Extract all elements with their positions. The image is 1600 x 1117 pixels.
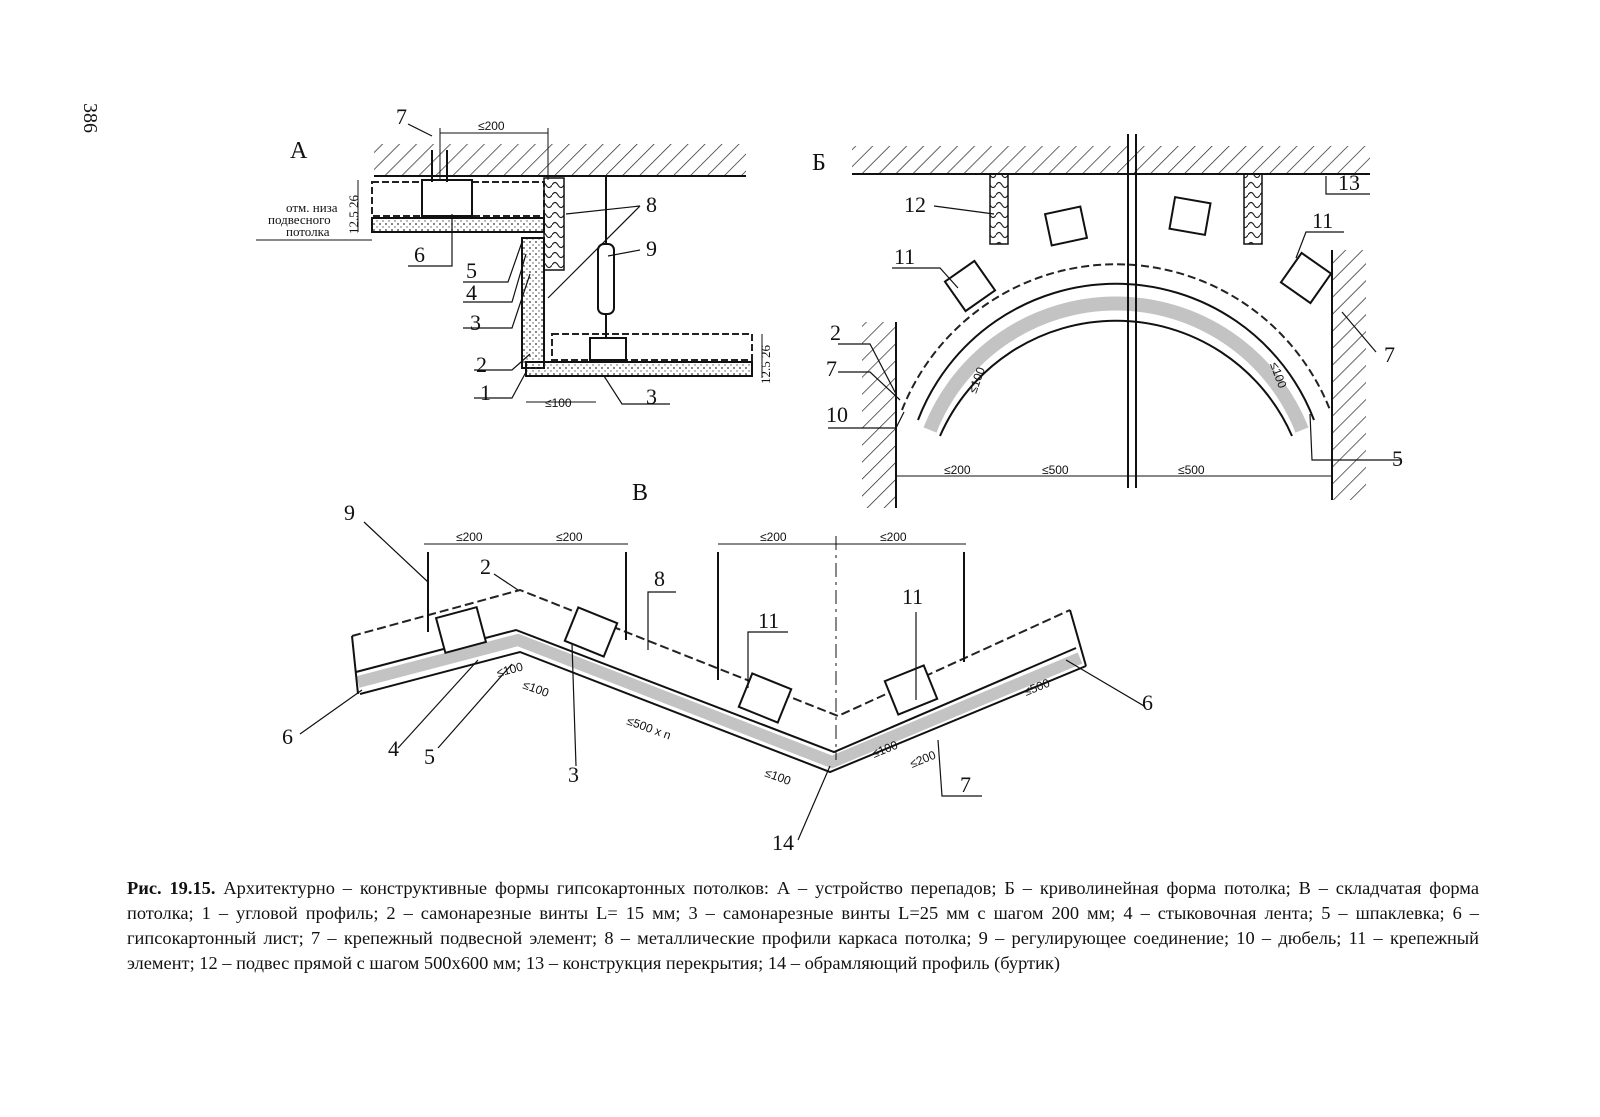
dim-b-500a: ≤500 — [1042, 463, 1069, 477]
callout-a-6: 6 — [414, 242, 425, 267]
dim-a-125: 12.5 — [346, 211, 361, 234]
callout-a-8: 8 — [646, 192, 657, 217]
dim-a-top: ≤200 — [478, 119, 505, 133]
section-a-drawing: А ≤200 ≤100 26 12.5 26 12.5 — [256, 104, 773, 410]
callout-v-14: 14 — [772, 830, 794, 855]
wall-b-left — [862, 322, 896, 508]
elevation-note-1: отм. низа — [286, 200, 338, 215]
caption-text: Архитектурно – конструктивные формы гипс… — [127, 878, 1479, 973]
callout-v-5: 5 — [424, 744, 435, 769]
callout-b-12: 12 — [904, 192, 926, 217]
elevation-note-2: подвесного — [268, 212, 331, 227]
fold-board — [356, 633, 1083, 769]
callout-a-4: 4 — [466, 280, 477, 305]
callout-a-3b: 3 — [646, 384, 657, 409]
callout-b-11a: 11 — [894, 244, 915, 269]
dim-v-100b: ≤100 — [521, 678, 551, 700]
slab-a — [374, 144, 746, 176]
callout-v-9: 9 — [344, 500, 355, 525]
dim-b-200: ≤200 — [944, 463, 971, 477]
dim-a-bottom: ≤100 — [545, 396, 572, 410]
callout-b-11b: 11 — [1312, 208, 1333, 233]
dim-b-500b: ≤500 — [1178, 463, 1205, 477]
callout-a-9: 9 — [646, 236, 657, 261]
callout-v-11a: 11 — [758, 608, 779, 633]
figure-label: Рис. 19.15. — [127, 878, 216, 898]
section-b-label: Б — [812, 150, 826, 176]
dim-v-200c: ≤200 — [760, 530, 787, 544]
dim-v-500n: ≤500 x n — [625, 714, 673, 743]
gypsum-board-a-lower — [525, 361, 753, 377]
callout-v-2: 2 — [480, 554, 491, 579]
fold-profile-outer — [351, 588, 1071, 718]
dim-v-200e: ≤200 — [908, 748, 938, 771]
callout-b-10: 10 — [826, 402, 848, 427]
callout-b-7a: 7 — [826, 356, 837, 381]
callout-b-5: 5 — [1392, 446, 1403, 471]
elevation-note-3: потолка — [286, 224, 330, 239]
callout-a-2: 2 — [476, 352, 487, 377]
dim-a-r26: 26 — [758, 345, 773, 359]
callout-b-7b: 7 — [1384, 342, 1395, 367]
callout-b-2: 2 — [830, 320, 841, 345]
dim-a-26: 26 — [346, 195, 361, 209]
callout-v-6a: 6 — [282, 724, 293, 749]
section-v-label: В — [632, 480, 648, 506]
figure-caption: Рис. 19.15. Архитектурно – конструктивны… — [127, 876, 1479, 976]
arch-board — [923, 296, 1309, 433]
callout-v-8: 8 — [654, 566, 665, 591]
section-b-drawing: Б ≤200 ≤500 ≤500 ≤100 ≤100 — [812, 134, 1403, 508]
dim-a-r125: 12.5 — [758, 361, 773, 384]
callout-a-3: 3 — [470, 310, 481, 335]
profile-layer-a-lower — [551, 333, 753, 361]
callout-a-5: 5 — [466, 258, 477, 283]
gypsum-board-a-upper — [371, 217, 545, 233]
wall-b-right — [1332, 250, 1366, 500]
dim-v-100a: ≤100 — [495, 659, 525, 679]
callout-v-6b: 6 — [1142, 690, 1153, 715]
dim-v-200a: ≤200 — [456, 530, 483, 544]
callout-v-11b: 11 — [902, 584, 923, 609]
callout-a-7: 7 — [396, 104, 407, 129]
callout-v-7: 7 — [960, 772, 971, 797]
callout-a-1: 1 — [480, 380, 491, 405]
callout-v-3: 3 — [568, 762, 579, 787]
dim-v-100c: ≤100 — [763, 766, 793, 788]
callout-b-13: 13 — [1338, 170, 1360, 195]
section-v-drawing: В ≤200 ≤200 ≤200 ≤200 ≤100 — [282, 480, 1153, 855]
page-number: 386 — [79, 103, 101, 133]
callout-v-4: 4 — [388, 736, 399, 761]
dim-v-200b: ≤200 — [556, 530, 583, 544]
slab-b — [852, 146, 1370, 174]
dim-v-200d: ≤200 — [880, 530, 907, 544]
section-a-label: А — [290, 138, 308, 164]
